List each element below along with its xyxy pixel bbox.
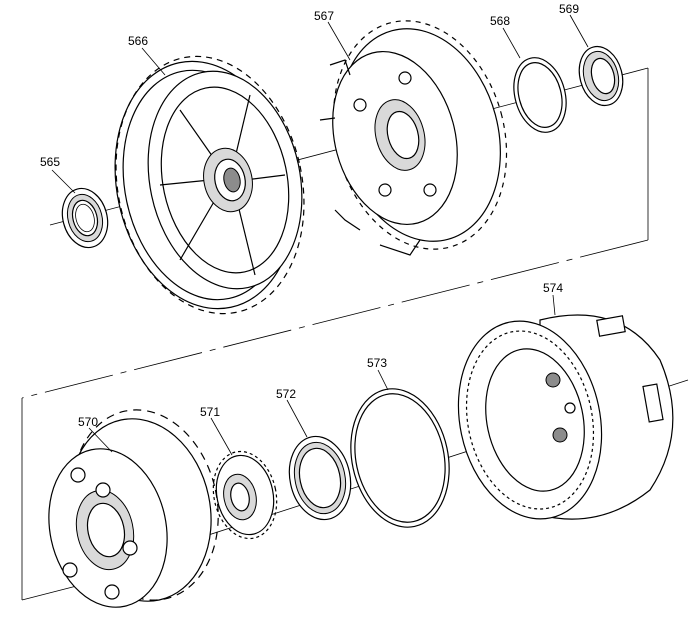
part-566-drum <box>114 55 305 315</box>
part-571-gear <box>212 450 278 540</box>
part-572-washer <box>288 435 352 521</box>
part-567-carrier <box>319 20 508 256</box>
label-565: 565 <box>40 155 60 169</box>
part-573-snap-ring <box>350 388 450 528</box>
label-570: 570 <box>78 415 98 429</box>
label-569: 569 <box>559 2 579 16</box>
label-566: 566 <box>128 34 148 48</box>
label-573: 573 <box>367 356 387 370</box>
label-567: 567 <box>314 9 334 23</box>
label-571: 571 <box>200 405 220 419</box>
part-569-washer <box>578 45 624 107</box>
part-565-bearing <box>61 187 109 249</box>
label-568: 568 <box>490 14 510 28</box>
label-574: 574 <box>543 281 563 295</box>
callout-labels: 565 566 567 568 569 570 571 572 573 574 <box>40 2 579 429</box>
part-574-ring-gear <box>457 314 674 520</box>
part-568-ring <box>513 57 567 133</box>
label-572: 572 <box>276 387 296 401</box>
connector-dashed-line <box>21 239 649 399</box>
part-570-carrier <box>48 409 219 608</box>
leader-lines <box>51 14 589 456</box>
